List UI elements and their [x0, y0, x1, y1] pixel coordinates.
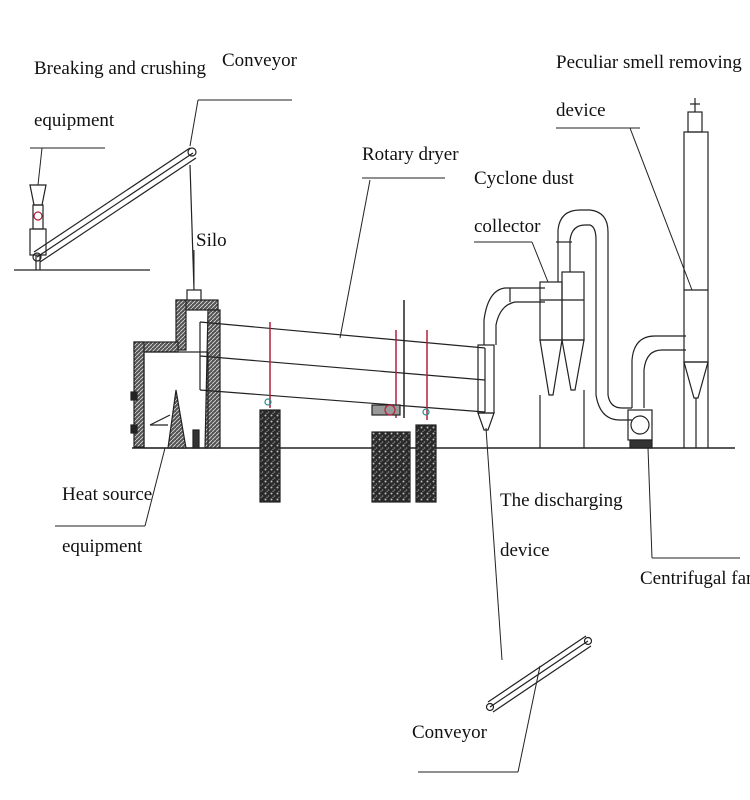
centrifugal-fan	[627, 335, 686, 449]
label-cyclone-line2: collector	[474, 216, 541, 237]
label-discharging-line1: The discharging	[500, 490, 623, 511]
label-centrifugal-fan: Centrifugal fan	[640, 568, 750, 589]
cyclone-collectors	[539, 209, 632, 448]
label-heat-line1: Heat source	[62, 484, 153, 505]
label-breaking-line2: equipment	[34, 110, 115, 131]
support-pier-1	[259, 409, 281, 503]
label-rotary-dryer: Rotary dryer	[362, 144, 459, 165]
support-pier-3	[415, 424, 437, 503]
label-cyclone-line1: Cyclone dust	[474, 168, 574, 189]
top-conveyor	[32, 147, 197, 291]
label-smell-line2: device	[556, 100, 606, 121]
discharging-hood	[477, 287, 545, 431]
support-pier-2	[371, 431, 411, 503]
label-conveyor-bottom: Conveyor	[412, 722, 487, 743]
crusher-equipment	[29, 184, 47, 270]
deodorizing-tower	[683, 98, 709, 448]
label-heat-line2: equipment	[62, 536, 143, 557]
label-discharging-line2: device	[500, 540, 550, 561]
leader-lines	[30, 99, 740, 773]
rotary-dryer-drum	[199, 300, 486, 420]
label-smell-line1: Peculiar smell removing	[556, 52, 742, 73]
bottom-conveyor	[485, 635, 593, 713]
label-silo: Silo	[196, 230, 227, 251]
heat-source-furnace	[130, 299, 221, 449]
label-conveyor-top: Conveyor	[222, 50, 297, 71]
label-breaking-line1: Breaking and crushing	[34, 58, 207, 79]
